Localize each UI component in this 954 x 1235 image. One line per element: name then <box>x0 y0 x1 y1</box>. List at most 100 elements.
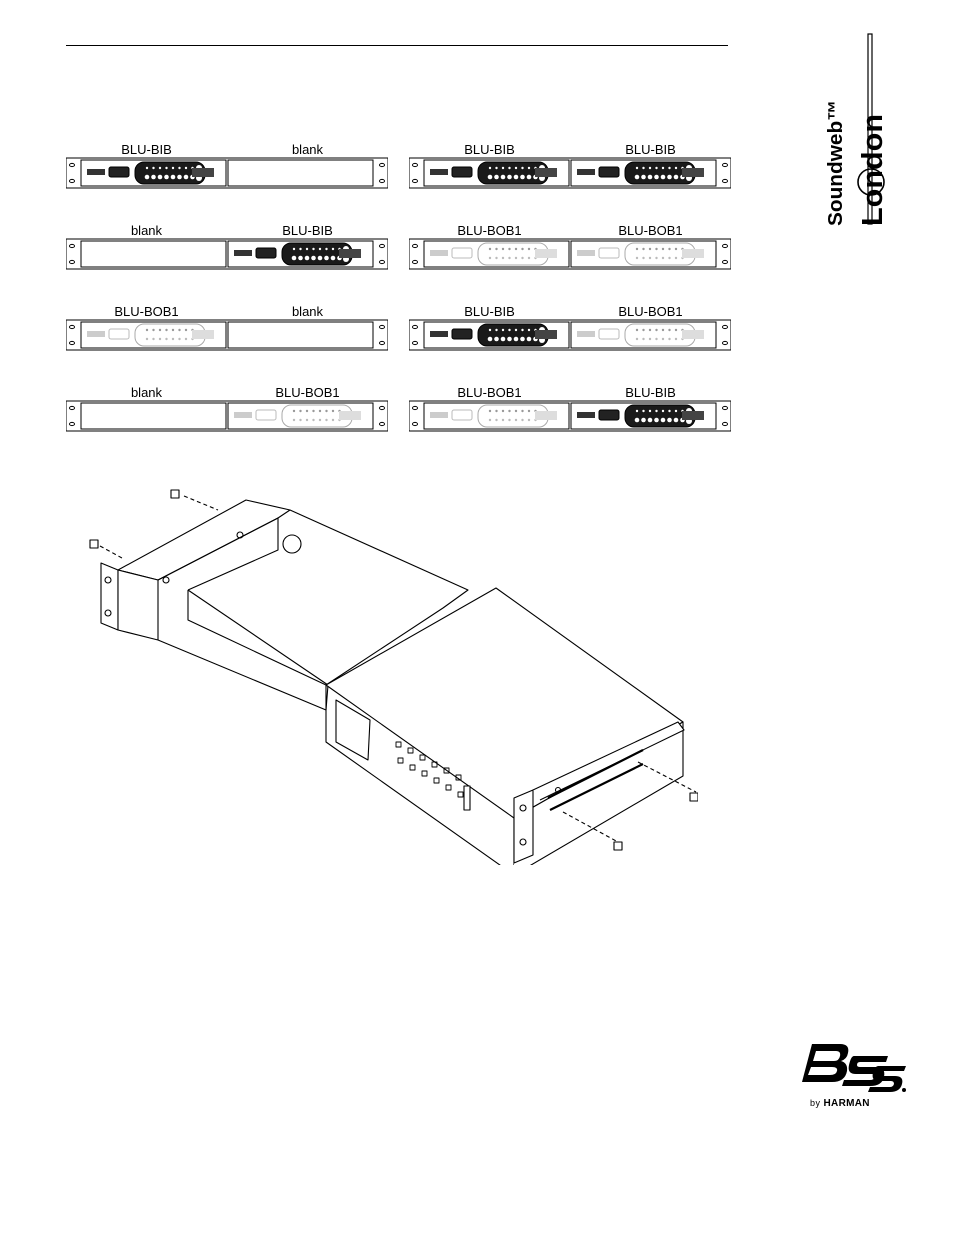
rack-panel <box>409 319 731 351</box>
led-indicator <box>668 328 671 332</box>
rack-ear-hole <box>379 405 385 411</box>
right-unit-label: BLU-BOB1 <box>618 223 683 238</box>
connector-jack <box>514 256 518 260</box>
right-unit-label: BLU-BOB1 <box>275 385 340 400</box>
right-unit-label: BLU-BIB <box>625 142 676 157</box>
connector-jack <box>527 256 531 260</box>
led-indicator <box>514 328 518 332</box>
led-indicator <box>145 166 149 170</box>
led-indicator <box>495 166 498 170</box>
connector-jack <box>641 174 646 180</box>
connector-jack <box>171 337 175 341</box>
rack-ear-hole <box>379 162 385 168</box>
unit-badge <box>577 169 595 175</box>
connector-jack <box>647 417 653 423</box>
left-unit-label: BLU-BOB1 <box>114 304 179 319</box>
by-label: by <box>810 1098 821 1108</box>
right-unit-label: blank <box>291 304 324 319</box>
led-indicator <box>527 409 531 413</box>
connector-jack <box>641 417 646 423</box>
unit-logo <box>451 328 473 340</box>
rack-config-7: blank BLU-BOB1 <box>66 386 388 432</box>
unit-badge <box>430 169 448 175</box>
connector-jack <box>501 256 505 260</box>
rack-ear-hole <box>69 178 75 184</box>
led-indicator <box>668 409 671 413</box>
unit-badge <box>430 412 448 418</box>
unit-badge <box>577 412 595 418</box>
led-indicator <box>635 409 639 413</box>
connector-jack <box>157 174 163 180</box>
rack-ear-hole <box>412 340 418 346</box>
led-indicator <box>165 166 168 170</box>
led-indicator <box>501 247 505 251</box>
connector-jack <box>527 418 531 422</box>
led-indicator <box>145 328 149 332</box>
rack-ear-hole <box>722 405 728 411</box>
rack-panel <box>66 319 388 351</box>
connector-jack <box>501 418 505 422</box>
rack-ear-hole <box>722 340 728 346</box>
rack-ear-hole <box>412 178 418 184</box>
connector-jack <box>660 417 666 423</box>
led-indicator <box>521 247 524 251</box>
led-indicator <box>178 328 181 332</box>
model-badge <box>339 411 361 420</box>
led-indicator <box>312 409 315 413</box>
unit-logo <box>451 166 473 178</box>
connector-jack <box>177 174 182 180</box>
connector-jack <box>152 337 155 341</box>
led-indicator <box>655 409 658 413</box>
led-indicator <box>501 328 505 332</box>
connector-jack <box>305 418 309 422</box>
led-indicator <box>635 328 639 332</box>
rack-ear-hole <box>69 162 75 168</box>
led-indicator <box>655 166 658 170</box>
connector-jack <box>500 336 506 342</box>
rack-ear-hole <box>69 259 75 265</box>
rack-panel <box>409 238 731 270</box>
rack-ear-hole <box>722 324 728 330</box>
connector-jack <box>647 174 653 180</box>
led-indicator <box>495 247 498 251</box>
led-indicator <box>648 409 652 413</box>
led-indicator <box>178 166 181 170</box>
connector-jack <box>667 174 672 180</box>
bay-frame <box>227 159 374 187</box>
model-badge <box>535 249 557 258</box>
led-indicator <box>674 247 678 251</box>
unit-logo <box>108 328 130 340</box>
rack-ear-hole <box>379 421 385 427</box>
led-indicator <box>501 409 505 413</box>
left-unit-label: BLU-BOB1 <box>457 385 522 400</box>
connector-jack <box>635 337 639 341</box>
connector-jack <box>299 418 302 422</box>
led-indicator <box>495 328 498 332</box>
led-indicator <box>527 247 531 251</box>
connector-jack <box>508 256 511 260</box>
connector-jack <box>291 255 297 261</box>
model-badge <box>682 168 704 177</box>
rack-config-8: BLU-BOB1 BLU-BIB <box>409 386 731 432</box>
rack-ear-hole <box>69 340 75 346</box>
led-indicator <box>674 328 678 332</box>
connector-jack <box>660 174 666 180</box>
model-badge <box>682 411 704 420</box>
connector-jack <box>494 174 499 180</box>
connector-jack <box>487 336 493 342</box>
rack-config-5: BLU-BOB1 blank <box>66 305 388 351</box>
led-indicator <box>655 328 658 332</box>
connector-jack <box>487 174 493 180</box>
unit-badge <box>87 169 105 175</box>
led-indicator <box>642 166 645 170</box>
connector-jack <box>642 337 645 341</box>
connector-jack <box>500 174 506 180</box>
connector-jack <box>526 174 532 180</box>
connector-jack <box>673 417 679 423</box>
led-indicator <box>292 409 296 413</box>
connector-jack <box>634 417 640 423</box>
connector-jack <box>661 256 665 260</box>
unit-badge <box>430 331 448 337</box>
connector-jack <box>655 256 658 260</box>
model-badge <box>535 411 557 420</box>
